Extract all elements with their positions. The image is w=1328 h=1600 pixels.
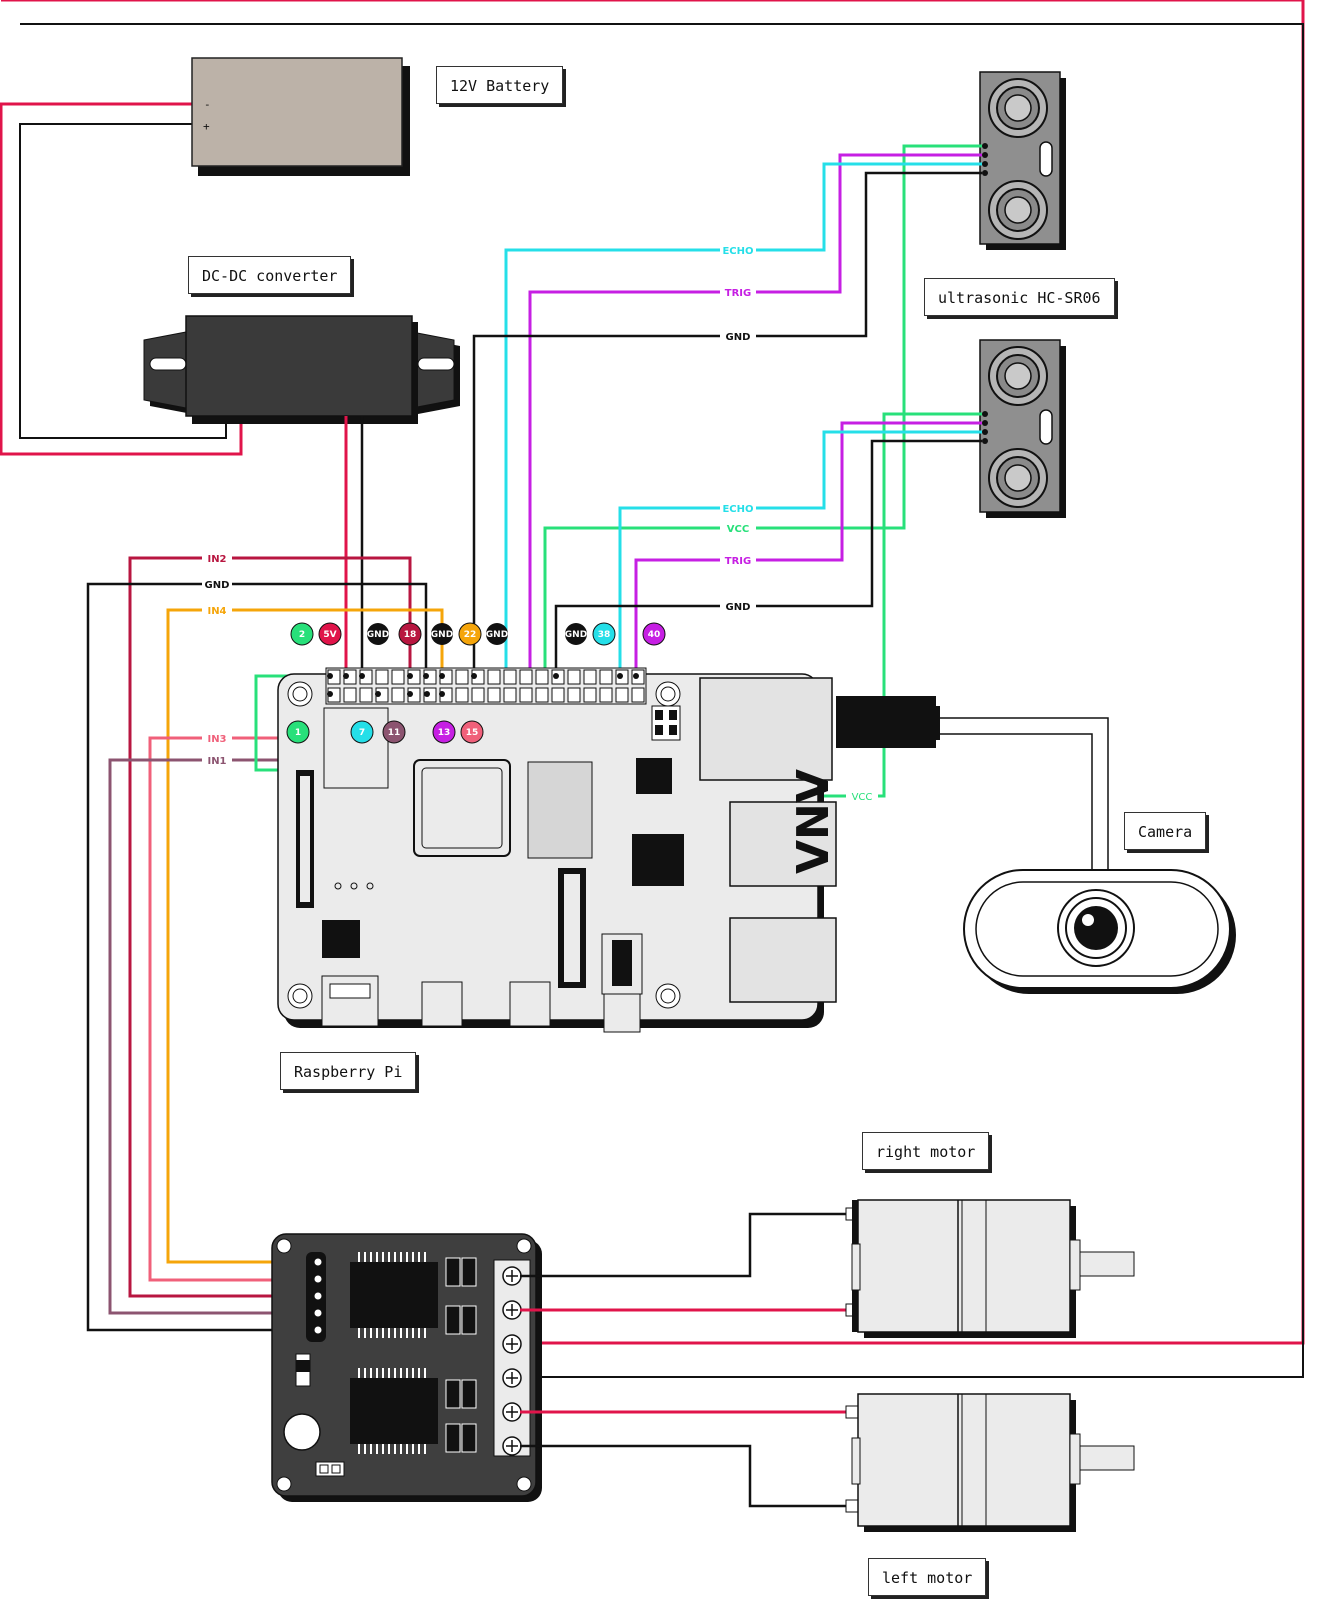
right-motor-label: right motor — [862, 1132, 990, 1170]
gpio-pins — [327, 669, 645, 703]
pin-label-7: 7 — [359, 728, 365, 738]
wire-label-in1: IN1 — [207, 756, 226, 767]
right-motor — [845, 1199, 1135, 1338]
ultrasonic-label: ultrasonic HC-SR06 — [924, 278, 1115, 316]
pin-badge-gnd-4 — [565, 623, 587, 645]
wire-label-gnd-top: GND — [726, 332, 751, 343]
battery-black-wire — [20, 23, 1304, 1378]
raspberry-pi-label: Raspberry Pi — [280, 1052, 417, 1090]
ethernet-logo: VNV — [788, 769, 839, 874]
converter-label: DC-DC converter — [188, 256, 352, 294]
top-vcc-wire — [543, 144, 982, 676]
pin-badge-gnd-3 — [486, 623, 508, 645]
battery-minus-label: - — [204, 98, 211, 111]
battery-plus-label: + — [203, 120, 210, 133]
wire-label-in2: IN2 — [207, 554, 226, 565]
pin-badge-11 — [382, 720, 406, 744]
pin-label-gnd-3: GND — [486, 630, 508, 640]
dc-dc-converter — [143, 315, 460, 424]
ultrasonic-sensor-bottom — [979, 339, 1066, 518]
battery: - + — [191, 57, 410, 176]
left-motor-black — [520, 1444, 852, 1508]
wire-label-gnd-driver: GND — [205, 580, 230, 591]
ultrasonic-sensor-top — [979, 71, 1066, 250]
pin-label-2: 2 — [299, 630, 305, 640]
pin-badge-1 — [286, 720, 310, 744]
pin-label-18: 18 — [404, 630, 417, 640]
pin-badge-gnd-1 — [367, 623, 389, 645]
pin-badge-gnd-2 — [431, 623, 453, 645]
bottom-gnd-wire — [554, 439, 982, 676]
pin-badge-40 — [642, 622, 666, 646]
power-wires — [0, 0, 1305, 1378]
wire-label-gnd-bottom: GND — [726, 602, 751, 613]
pin-badge-38 — [592, 622, 616, 646]
battery-red-wire — [1, 0, 1305, 1345]
pin-label-40: 40 — [648, 630, 661, 640]
top-gnd-wire — [472, 171, 982, 676]
bottom-echo-wire — [618, 430, 982, 676]
wire-label-trig-bottom: TRIG — [725, 556, 751, 567]
pin-badge-13 — [432, 720, 456, 744]
wire-label-vcc-pi: VCC — [852, 792, 873, 803]
bottom-trig-wire — [634, 421, 982, 676]
pin-badge-15 — [460, 720, 484, 744]
pin-badge-22 — [458, 622, 482, 646]
wire-label-vcc-bottom: VCC — [727, 524, 749, 535]
wire-label-echo-top: ECHO — [722, 246, 753, 257]
motor-driver-board — [271, 1233, 542, 1502]
converter-output-wires — [344, 416, 364, 676]
battery-red-to-converter — [0, 102, 243, 456]
battery-black-to-converter — [19, 123, 227, 439]
right-motor-black — [520, 1212, 852, 1278]
battery-label: 12V Battery — [436, 66, 564, 104]
pin-badge-7 — [350, 720, 374, 744]
pin-badges-bottom: 1 7 11 13 15 — [286, 720, 484, 744]
camera-label: Camera — [1124, 812, 1207, 850]
pin-label-1: 1 — [295, 728, 301, 738]
motor-wires — [520, 1212, 852, 1508]
pin-label-5v: 5V — [323, 630, 336, 640]
in2-wire — [128, 556, 412, 1298]
pin-label-11: 11 — [388, 728, 401, 738]
gnd-driver-wire — [86, 582, 428, 1332]
pin-label-gnd-4: GND — [565, 630, 587, 640]
wire-label-in3: IN3 — [207, 734, 226, 745]
pin-label-15: 15 — [466, 728, 479, 738]
pin-badge-18 — [398, 622, 422, 646]
pin-label-38: 38 — [598, 630, 611, 640]
raspberry-pi-board: VNV — [277, 667, 839, 1033]
pin-badge-2 — [290, 622, 314, 646]
wire-label-in4: IN4 — [207, 606, 226, 617]
pin-label-gnd-2: GND — [431, 630, 453, 640]
left-motor-label: left motor — [868, 1558, 987, 1596]
pin-badges-top: 2 5V GND 18 GND 22 GND GND 38 40 — [290, 622, 666, 646]
pin-label-gnd-1: GND — [367, 630, 389, 640]
pin-label-22: 22 — [464, 630, 477, 640]
top-echo-wire — [376, 162, 982, 742]
camera — [836, 696, 1236, 994]
wire-labels: ECHO TRIG GND ECHO VCC TRIG GND IN2 GND … — [202, 243, 878, 803]
wire-label-trig-top: TRIG — [725, 288, 751, 299]
wire-label-echo-bottom: ECHO — [722, 504, 753, 515]
left-motor — [845, 1393, 1135, 1532]
pin-badge-5v — [318, 622, 342, 646]
pin-label-13: 13 — [438, 728, 451, 738]
